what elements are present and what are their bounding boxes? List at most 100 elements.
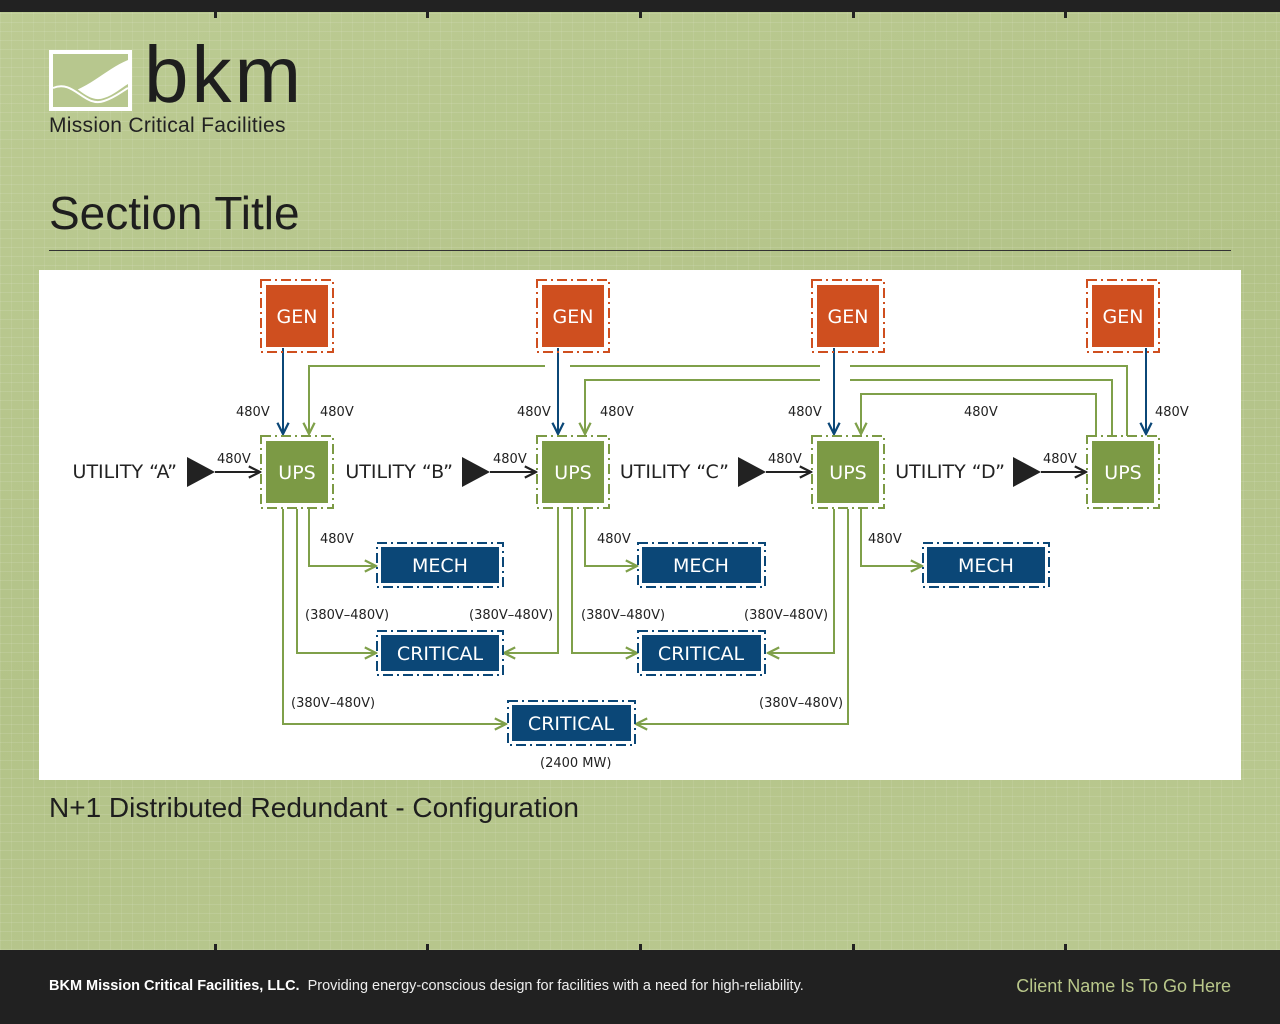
critical-box: CRITICAL: [637, 630, 766, 676]
gen-box: GEN: [536, 279, 610, 353]
voltage-label: 480V: [320, 405, 354, 420]
mech-label: MECH: [673, 555, 729, 577]
utility-label: UTILITY “A”: [73, 461, 177, 483]
utility-label: UTILITY “D”: [895, 461, 1005, 483]
voltage-labels-top: 480V 480V 480V 480V 480V 480V 480V 480V …: [236, 405, 1189, 547]
ups-box: UPS: [1086, 435, 1160, 509]
ruler-tick: [639, 944, 642, 950]
feed-line: [585, 379, 820, 434]
ruler-tick: [426, 12, 429, 18]
feed-line: [571, 509, 637, 653]
ups-box: UPS: [811, 435, 885, 509]
gen-label: GEN: [1103, 306, 1144, 328]
feed-line: [850, 379, 1113, 436]
utility-label: UTILITY “B”: [345, 461, 453, 483]
critical-box: CRITICAL: [376, 630, 504, 676]
diagram-caption: N+1 Distributed Redundant - Configuratio…: [49, 792, 579, 823]
top-bar: [0, 0, 1280, 12]
mech-label: MECH: [958, 555, 1014, 577]
ups-label: UPS: [829, 462, 866, 484]
utility-a: UTILITY “A” 480V: [73, 452, 260, 487]
voltage-label: 480V: [320, 532, 354, 547]
ups-label: UPS: [1104, 462, 1141, 484]
ups-box: UPS: [260, 435, 334, 509]
gen-box: GEN: [260, 279, 334, 353]
ruler-tick: [426, 944, 429, 950]
ups-box: UPS: [536, 435, 610, 509]
gen-label: GEN: [828, 306, 869, 328]
voltage-range-label: (380V–480V): [759, 696, 843, 711]
mech-box: MECH: [637, 542, 766, 588]
critical-label: CRITICAL: [658, 643, 745, 665]
ruler-tick: [852, 12, 855, 18]
voltage-range-label: (380V–480V): [581, 608, 665, 623]
utility-c: UTILITY “C” 480V: [620, 452, 811, 487]
feed-line: [768, 509, 835, 653]
voltage-range-labels: (380V–480V) (380V–480V) (380V–480V) (380…: [291, 608, 843, 771]
voltage-range-label: (380V–480V): [305, 608, 389, 623]
critical-label: CRITICAL: [397, 643, 484, 665]
voltage-label: 480V: [1043, 452, 1077, 467]
utility-source-icon: [187, 457, 215, 487]
utility-b: UTILITY “B” 480V: [345, 452, 536, 487]
mech-label: MECH: [412, 555, 468, 577]
feed-line: [308, 509, 376, 566]
feed-line: [296, 509, 376, 653]
feed-line: [282, 509, 506, 724]
capacity-label: (2400 MW): [540, 756, 611, 771]
ruler-tick: [1064, 944, 1067, 950]
voltage-label: 480V: [1155, 405, 1189, 420]
utility-source-icon: [738, 457, 766, 487]
feed-line: [636, 509, 849, 724]
feed-line: [850, 365, 1128, 436]
ruler-tick: [214, 944, 217, 950]
logo-tagline: Mission Critical Facilities: [49, 114, 286, 137]
voltage-label: 480V: [600, 405, 634, 420]
footer-client-name: Client Name Is To Go Here: [1016, 976, 1231, 996]
voltage-label: 480V: [868, 532, 902, 547]
title-divider: [49, 250, 1231, 251]
utility-source-icon: [1013, 457, 1041, 487]
ruler-tick: [852, 944, 855, 950]
ups-label: UPS: [278, 462, 315, 484]
feed-line: [584, 509, 637, 566]
gen-box: GEN: [1086, 279, 1160, 353]
logo-wordmark: bkm: [144, 30, 305, 119]
utility-source-icon: [462, 457, 490, 487]
critical-box-main: CRITICAL: [507, 700, 636, 746]
feed-line: [860, 509, 922, 566]
voltage-label: 480V: [964, 405, 998, 420]
feed-line: [504, 509, 559, 653]
ups-output-feeds: [282, 509, 922, 724]
gen-label: GEN: [277, 306, 318, 328]
voltage-range-label: (380V–480V): [469, 608, 553, 623]
feed-line: [309, 365, 545, 434]
generator-feeds: [283, 348, 1146, 434]
diagram-panel: [39, 270, 1241, 780]
ruler-tick: [1064, 12, 1067, 18]
utility-d: UTILITY “D” 480V: [895, 452, 1086, 487]
voltage-label: 480V: [597, 532, 631, 547]
gen-label: GEN: [553, 306, 594, 328]
voltage-label: 480V: [236, 405, 270, 420]
voltage-label: 480V: [788, 405, 822, 420]
feed-line: [861, 393, 1097, 436]
voltage-label: 480V: [517, 405, 551, 420]
utility-label: UTILITY “C”: [620, 461, 729, 483]
footer-company-line: BKM Mission Critical Facilities, LLC. Pro…: [49, 978, 804, 994]
mech-box: MECH: [376, 542, 504, 588]
section-title: Section Title: [49, 187, 300, 239]
ups-label: UPS: [554, 462, 591, 484]
critical-label: CRITICAL: [528, 713, 615, 735]
voltage-label: 480V: [493, 452, 527, 467]
footer-company: BKM Mission Critical Facilities, LLC.: [49, 978, 300, 994]
voltage-range-label: (380V–480V): [291, 696, 375, 711]
logo-wave-mark: [49, 50, 132, 111]
footer-tagline: Providing energy-conscious design for fa…: [307, 978, 804, 994]
ruler-tick: [214, 12, 217, 18]
ruler-tick: [639, 12, 642, 18]
mech-box: MECH: [922, 542, 1050, 588]
backup-feeds-top: [309, 365, 1128, 436]
gen-box: GEN: [811, 279, 885, 353]
